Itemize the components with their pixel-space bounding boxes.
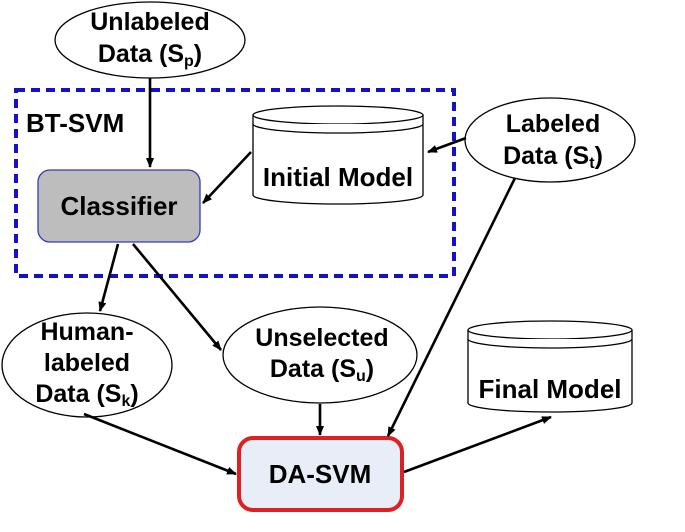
final-model-label: Final Model [479,374,622,404]
human-labeled-data-line1: Human- [40,318,133,346]
arrow-da-svm-to-final-model [403,415,552,474]
bt-svm-group-label: BT-SVM [26,108,124,138]
labeled-data-ellipse [464,97,636,183]
arrow-human-labeled-to-da-svm [83,412,237,476]
unselected-data-line1: Unselected [255,324,388,352]
labeled-data-line1: Labeled [506,110,600,138]
unselected-data-ellipse [222,306,418,404]
initial-model-cylinder-ring [252,123,424,134]
arrow-initial-model-to-classifier [202,151,252,204]
final-model-cylinder-body [467,330,633,413]
initial-model-cylinder-body [252,115,424,205]
unselected-data-line2: Data (Su) [270,355,374,385]
initial-model-cylinder-top [252,105,424,125]
arrow-classifier-to-human-labeled [98,243,120,312]
unselected-data-node: Unselected Data (Su) [222,306,418,404]
final-model-cylinder-ring [467,338,633,349]
final-model-cylinder-top [467,320,633,340]
da-svm-box [237,436,404,512]
unlabeled-data-node: Unlabeled Data (Sp) [54,1,246,79]
da-svm-label: DA-SVM [269,459,372,489]
initial-model-node: Initial Model [252,105,424,205]
labeled-data-line2: Data (St) [503,142,603,172]
classifier-box [37,169,201,243]
human-labeled-data-line3: Data (Sk) [35,380,138,410]
human-labeled-data-node: Human- labeled Data (Sk) [1,312,173,418]
labeled-data-node: Labeled Data (St) [464,97,636,183]
arrow-labeled-to-da-svm [386,177,517,437]
arrow-classifier-to-unselected [131,243,223,351]
classifier-label: Classifier [60,191,177,221]
arrow-labeled-to-initial-model [427,136,467,154]
unlabeled-data-line1: Unlabeled [90,8,209,36]
final-model-node: Final Model [467,320,633,413]
da-svm-node: DA-SVM [237,436,404,512]
classifier-node: Classifier [37,169,201,243]
unlabeled-data-line2: Data (Sp) [98,40,202,70]
bt-svm-group-box [14,88,456,278]
human-labeled-data-ellipse [1,312,173,418]
initial-model-label: Initial Model [263,162,413,192]
human-labeled-data-line2: labeled [44,349,130,377]
